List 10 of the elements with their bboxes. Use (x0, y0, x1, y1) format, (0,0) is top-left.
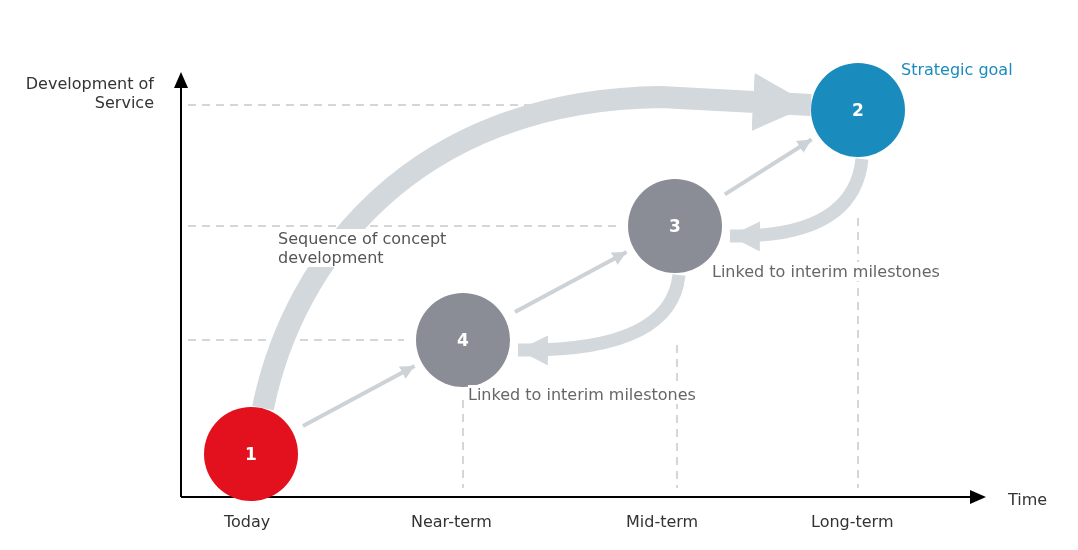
tick-label: Long-term (811, 512, 894, 531)
edge-label: Linked to interim milestones (468, 385, 696, 404)
milestone-circle: 1 (204, 407, 298, 501)
axis-title: Time (1008, 490, 1048, 509)
axis-title: Development of Service (24, 74, 154, 112)
tick-label: Today (224, 512, 271, 531)
edge-label: Linked to interim milestones (712, 262, 940, 281)
tick-label: Mid-term (626, 512, 699, 531)
milestone-circle: 4 (416, 293, 510, 387)
tick-label: Near-term (411, 512, 492, 531)
